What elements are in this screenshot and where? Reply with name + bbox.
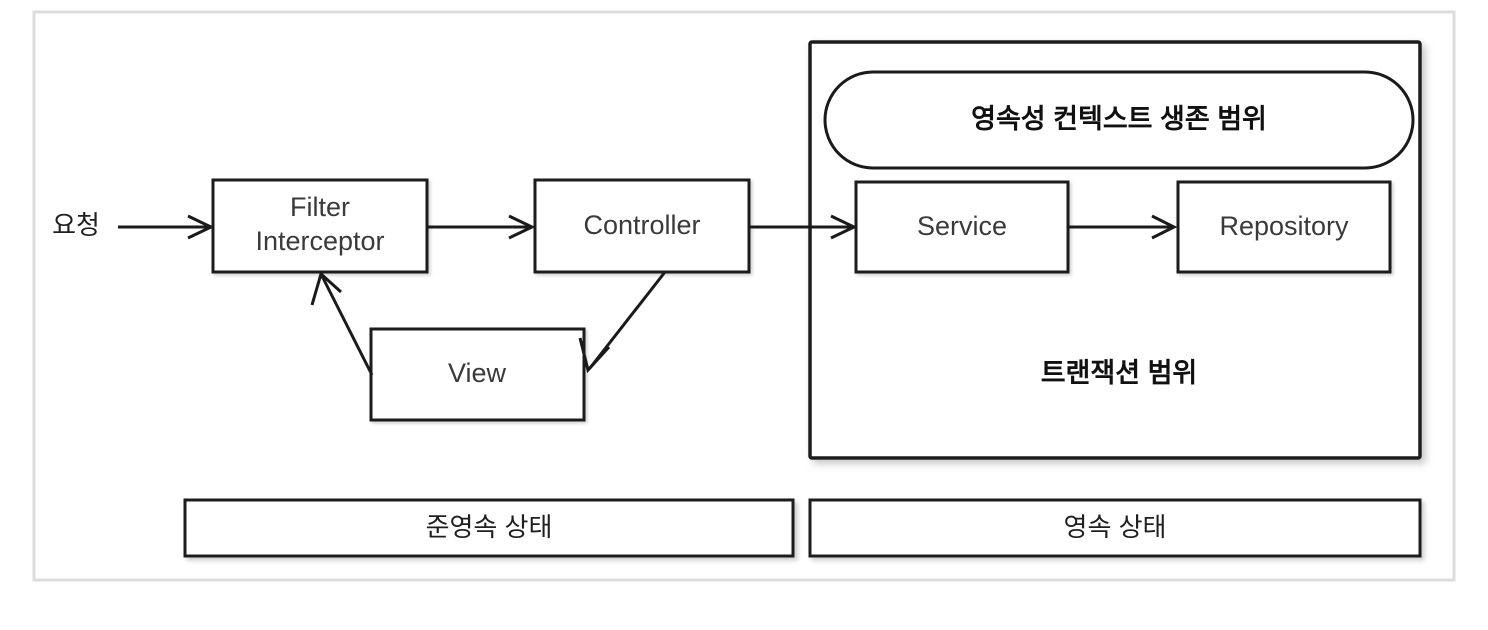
arrowhead-filter-to-controller [508, 214, 536, 240]
edge-view-to-filter [320, 275, 374, 376]
transaction-scope-label: 트랜잭션 범위 [1041, 358, 1198, 388]
arrowhead-controller-to-service [830, 214, 858, 240]
view-label: View [448, 358, 507, 388]
detached-state-label: 준영속 상태 [426, 512, 553, 542]
service-label: Service [917, 211, 1007, 241]
persistence-context-scope-shape [823, 70, 1415, 170]
filter-label-line2: Interceptor [255, 226, 384, 256]
arrowhead-view-to-filter [310, 271, 343, 306]
repository-box[interactable] [1176, 180, 1392, 274]
controller-box[interactable] [533, 178, 751, 274]
persistence-context-scope-label: 영속성 컨텍스트 생존 범위 [971, 104, 1267, 134]
arrowhead-request-to-filter [187, 214, 215, 240]
detached-state-bar [183, 498, 795, 558]
request-label: 요청 [52, 210, 100, 240]
filter-interceptor-box[interactable] [211, 178, 429, 274]
persistent-state-bar [808, 498, 1422, 558]
controller-label: Controller [583, 210, 700, 240]
arrowhead-controller-to-view [578, 337, 611, 374]
arrowhead-service-to-repository [1151, 214, 1178, 240]
persistent-state-label: 영속 상태 [1064, 512, 1167, 542]
repository-label: Repository [1219, 211, 1349, 241]
filter-label-line1: Filter [290, 192, 350, 222]
